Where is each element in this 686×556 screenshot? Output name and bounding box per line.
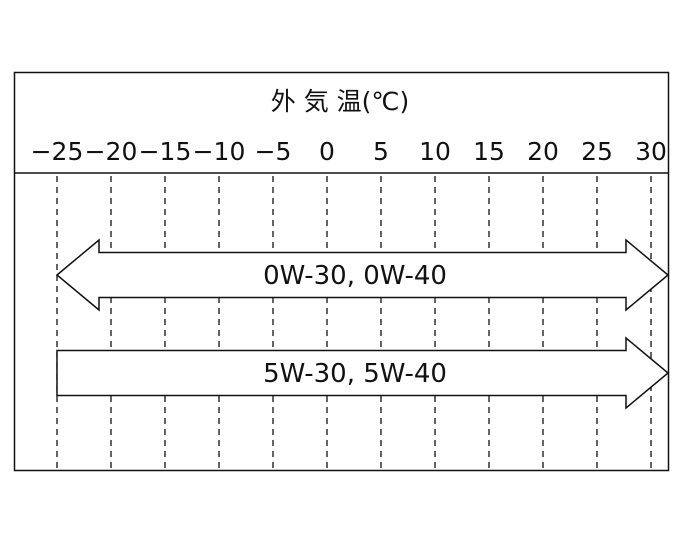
arrow-range [56, 336, 670, 410]
tick-label: −20 [85, 137, 138, 166]
tick-label: 20 [527, 137, 559, 166]
tick-label: −10 [193, 137, 246, 166]
double-arrow-range [55, 238, 670, 312]
range-label: 0W-30, 0W-40 [263, 261, 447, 291]
diagram-frame [13, 71, 670, 472]
tick-label: −15 [139, 137, 192, 166]
tick-label: 15 [473, 137, 505, 166]
tick-label: −25 [31, 137, 84, 166]
tick-label: 10 [419, 137, 451, 166]
tick-label: 0 [319, 137, 335, 166]
tick-label: −5 [255, 137, 292, 166]
tick-label: 5 [373, 137, 389, 166]
tick-label: 30 [635, 137, 667, 166]
tick-label: 25 [581, 137, 613, 166]
range-label: 5W-30, 5W-40 [263, 359, 447, 389]
diagram-title: 外 気 温(℃) [271, 87, 409, 116]
